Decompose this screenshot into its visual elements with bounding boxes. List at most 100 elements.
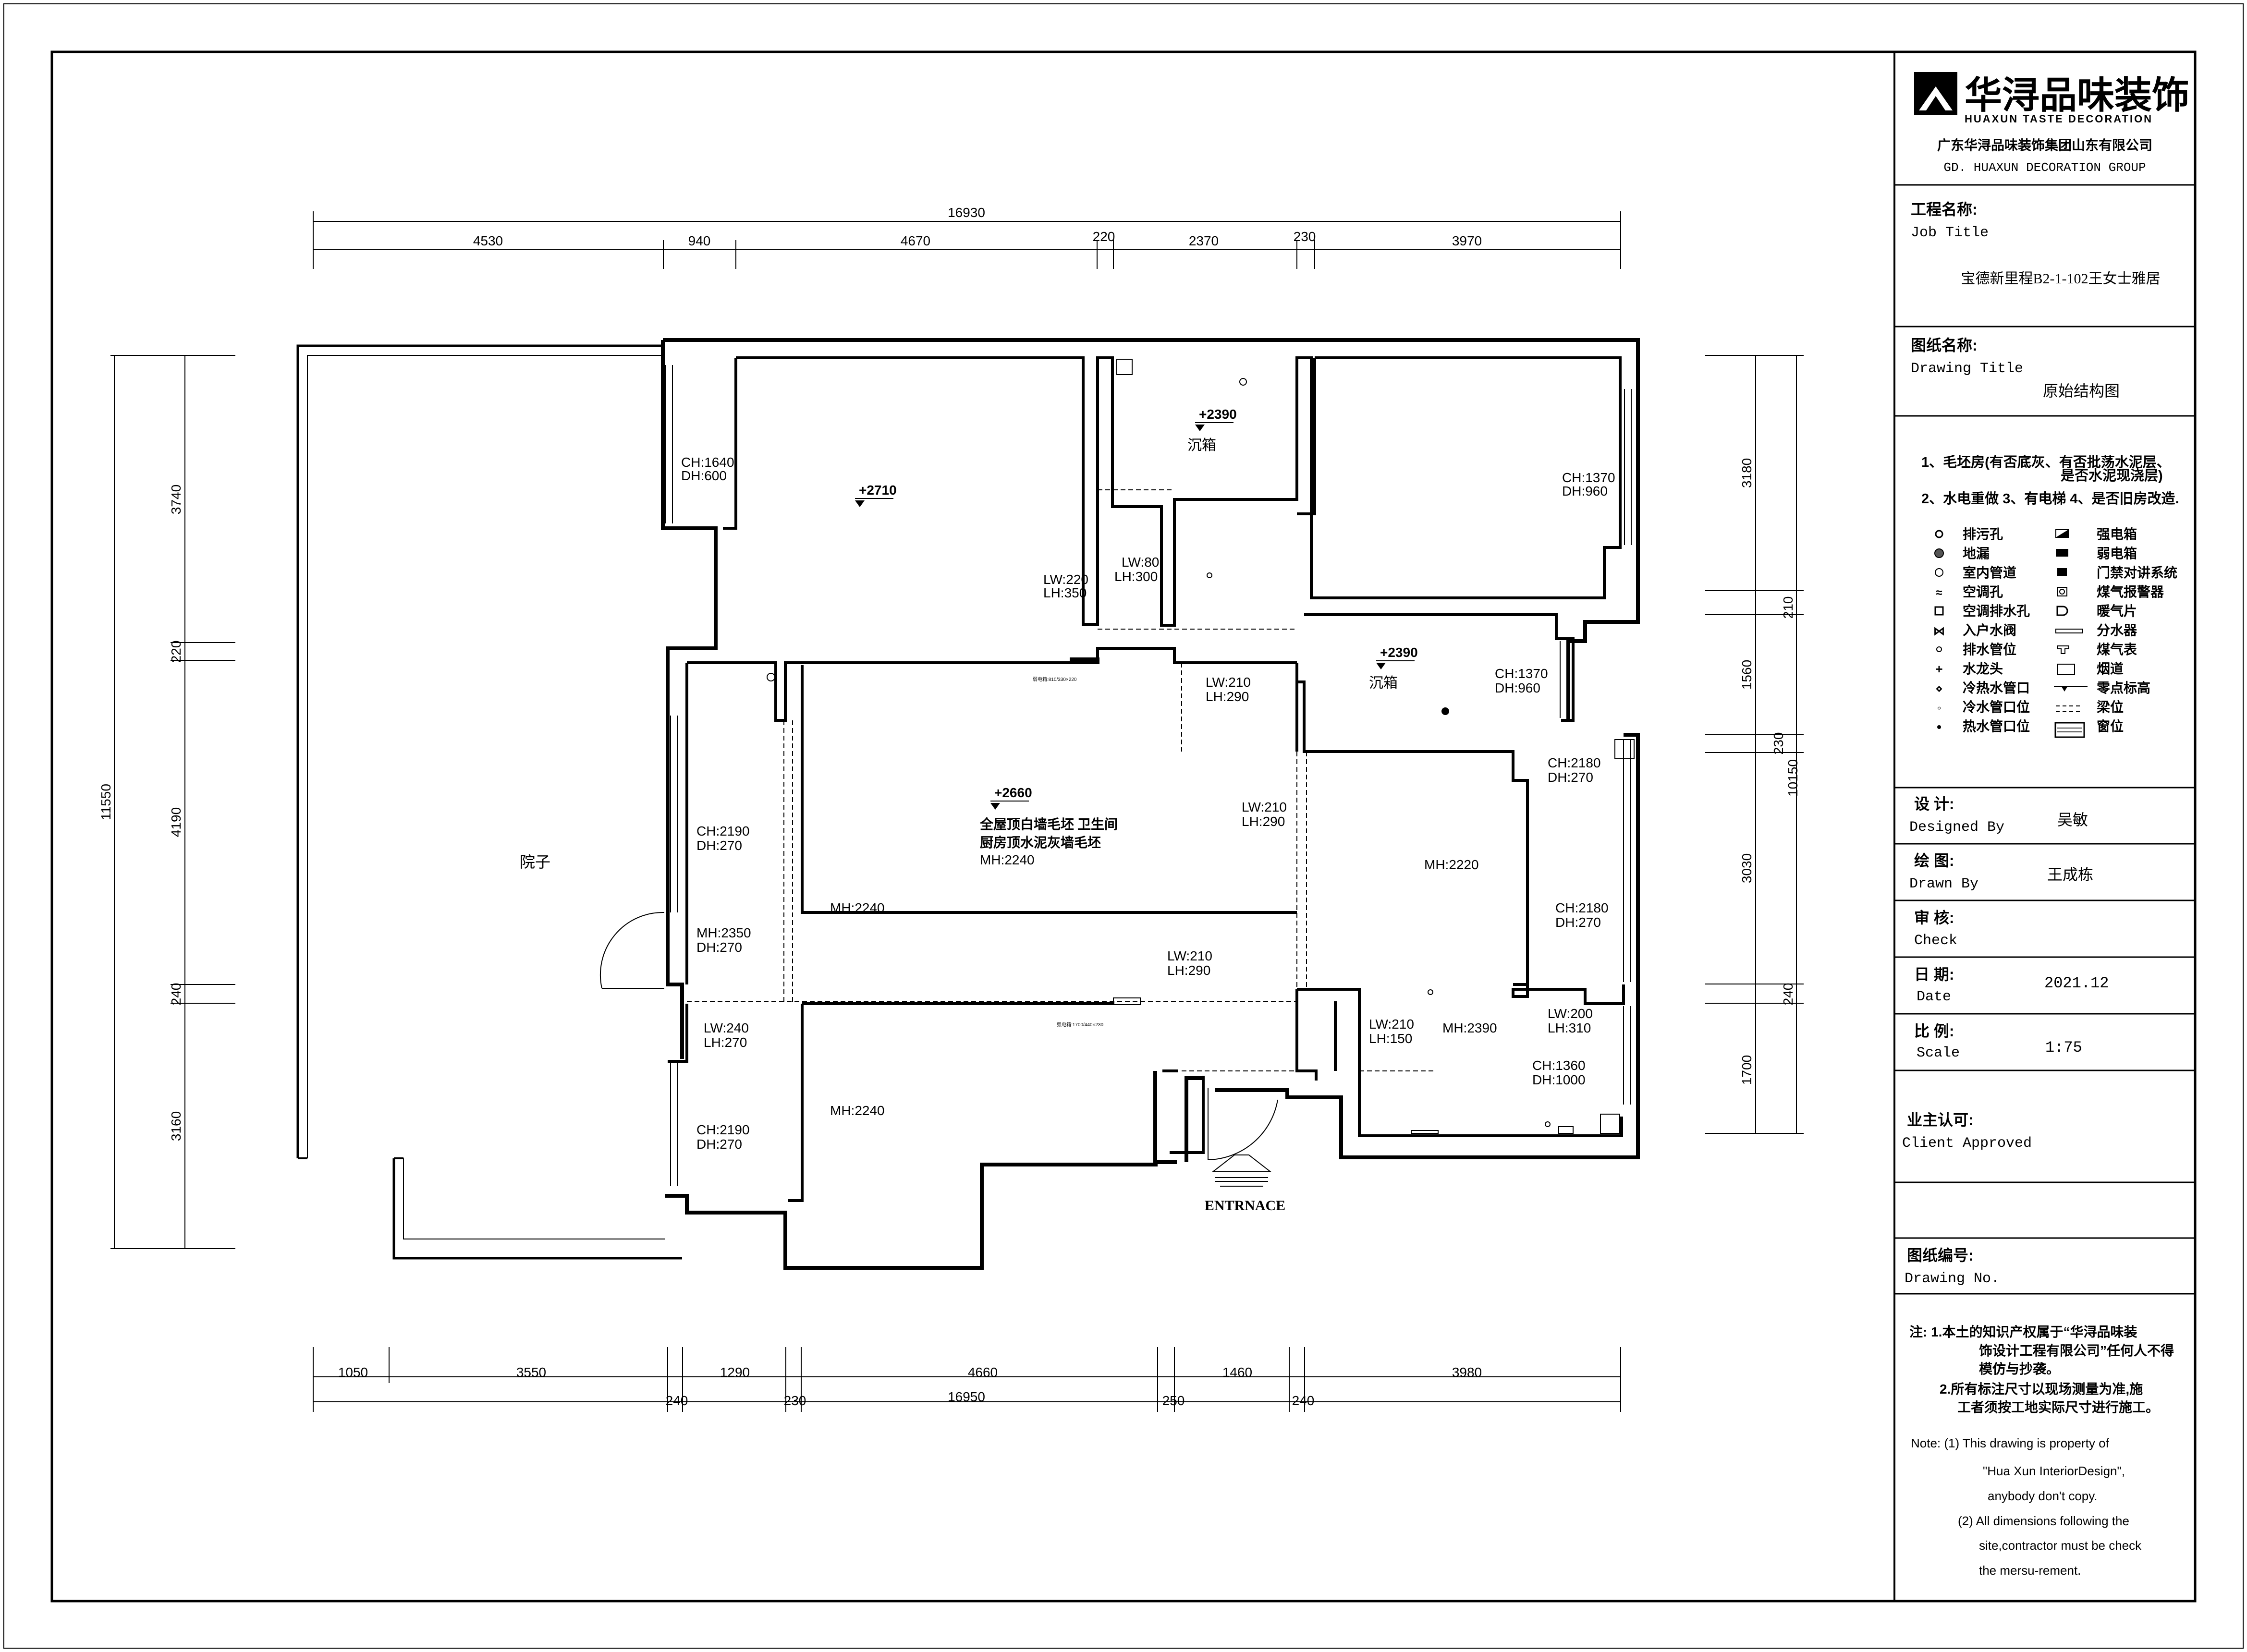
zero-level-icon <box>2054 686 2088 692</box>
entrance-arrow-icon <box>1211 1154 1272 1187</box>
note-lw-210-a: LW:210 <box>1206 675 1251 690</box>
note-dh-270-a: DH:270 <box>1548 770 1593 785</box>
exterior-walls <box>661 338 1640 1270</box>
window-openings <box>665 365 1632 1186</box>
drafter-name: 王成栋 <box>2047 866 2093 883</box>
note-ch-2180-b: CH:2180 <box>1555 900 1609 915</box>
dim-left-2: 220 <box>169 641 183 663</box>
level-bedroom: +2710 <box>859 483 897 498</box>
note-ch-2190-b: CH:2190 <box>696 1122 750 1137</box>
dim-left-5: 3160 <box>169 1111 183 1141</box>
note-dh-1000: DH:1000 <box>1532 1072 1586 1087</box>
legend: 排污孔 地漏 室内管道 ≈ 空调孔 空调排水孔 ⋈ 入户水阀 排水管位 + 水龙… <box>1933 526 2177 738</box>
note-mh-2350: MH:2350 <box>696 925 751 940</box>
note-lh-290-a: LH:290 <box>1206 689 1249 704</box>
legend-label-gas-alarm: 煤气报警器 <box>2097 584 2164 599</box>
note-cn-line-1: 注: 1.本土的知识产权属于“华浔品味装 <box>1909 1324 2137 1339</box>
fixtures <box>767 359 1635 1134</box>
sunk-box-label-2: 沉箱 <box>1369 675 1398 691</box>
note-lw-210-c: LW:210 <box>1167 948 1212 963</box>
logo-subtext: HUAXUN TASTE DECORATION <box>1965 113 2153 125</box>
dim-right-5: 3030 <box>1739 853 1754 883</box>
drawing-title-label-en: Drawing Title <box>1911 361 2023 377</box>
dim-bottom-4: 4660 <box>968 1365 998 1380</box>
flue-icon <box>2057 664 2075 675</box>
dim-bottom-lower-3: 250 <box>1162 1393 1185 1408</box>
note-dh-270-b: DH:270 <box>696 838 742 853</box>
window-icon <box>2054 722 2085 738</box>
note-ch-1360: CH:1360 <box>1532 1058 1586 1073</box>
note-ch-1640: CH:1640 <box>681 455 734 470</box>
designer-name: 吴敏 <box>2057 811 2088 828</box>
note-en-line-3: anybody don't copy. <box>1988 1489 2098 1503</box>
client-approved-label-en: Client Approved <box>1902 1135 2032 1152</box>
dim-right-2: 210 <box>1781 596 1795 619</box>
ac-drain-icon <box>1934 606 1944 616</box>
drawn-label-en: Drawn By <box>1909 876 1978 892</box>
radiator-icon <box>2056 606 2068 616</box>
note-lh-350: LH:350 <box>1043 585 1087 600</box>
note-mh-2240-b: MH:2240 <box>830 1103 885 1118</box>
floor-drain-icon <box>1934 548 1944 558</box>
dim-right-total: 10150 <box>1785 759 1800 797</box>
legend-label-sewage-hole: 排污孔 <box>1963 527 2003 542</box>
job-title-label-cn: 工程名称: <box>1911 201 1978 218</box>
dim-right-7: 1700 <box>1739 1055 1754 1085</box>
dim-bottom-2: 3550 <box>516 1365 546 1380</box>
drawing-no-label-cn: 图纸编号: <box>1907 1247 1974 1264</box>
note-lh-290-c: LH:290 <box>1167 963 1210 978</box>
dim-top-2: 940 <box>688 233 711 248</box>
company-name-cn: 广东华浔品味装饰集团山东有限公司 <box>1937 137 2152 153</box>
dim-top-total: 16930 <box>948 205 985 220</box>
company-logo: 华浔品味装饰 HUAXUN TASTE DECORATION <box>1914 72 2189 125</box>
sunk-box-label-1: 沉箱 <box>1187 437 1216 453</box>
note-ch-1370-b: CH:1370 <box>1495 666 1548 681</box>
legend-label-radiator: 暖气片 <box>2097 604 2137 619</box>
dim-top-7: 3970 <box>1452 233 1482 248</box>
manifold-icon <box>2055 629 2083 633</box>
structure-note-2: 是否水泥现浇层) <box>2061 468 2163 484</box>
legend-label-strong-box: 强电箱 <box>2097 526 2137 542</box>
dim-right-6: 240 <box>1781 983 1795 1006</box>
designed-label-en: Designed By <box>1909 819 2004 836</box>
drawn-label-cn: 绘 图: <box>1914 852 1954 869</box>
dim-top-6: 230 <box>1294 229 1316 244</box>
flue-icon <box>1600 1114 1620 1134</box>
flue-icon <box>1116 359 1133 375</box>
beam-lines <box>687 489 1436 1071</box>
yard-label: 院子 <box>520 853 550 871</box>
legend-label-gas-meter: 煤气表 <box>2097 642 2137 657</box>
dim-right-1: 3180 <box>1739 458 1754 488</box>
gas-alarm-icon <box>2057 587 2067 596</box>
drawing-title-value: 原始结构图 <box>2043 382 2120 400</box>
legend-label-flue: 烟道 <box>2097 661 2124 676</box>
dimensions: 16930 4530 940 4670 220 2370 230 3970 10… <box>98 205 1804 1412</box>
company-name-en: GD. HUAXUN DECORATION GROUP <box>1943 160 2146 175</box>
gas-meter-icon <box>1558 1126 1574 1134</box>
level-marker-bedroom: +2710 <box>855 483 897 507</box>
plan-annotations: 院子 ENTRNACE +2710 +2390 沉箱 +2390 沉箱 +266… <box>520 407 1615 1214</box>
hot-outlet-icon <box>1937 725 1941 729</box>
entrance-label: ENTRNACE <box>1205 1198 1285 1214</box>
copyright-note-cn: 注: 1.本土的知识产权属于“华浔品味装 饰设计工程有限公司”任何人不得 模仿与… <box>1909 1324 2174 1415</box>
indoor-pipe-icon <box>1935 568 1943 577</box>
note-lh-150: LH:150 <box>1369 1031 1412 1046</box>
flue-icon <box>1614 739 1635 759</box>
note-lw-200: LW:200 <box>1548 1006 1593 1021</box>
legend-label-hot-cold-outlet: 冷热水管口 <box>1963 680 2030 695</box>
legend-label-manifold: 分水器 <box>2097 623 2137 638</box>
note-cn-line-4: 2.所有标注尺寸以现场测量为准,施 <box>1940 1381 2143 1397</box>
legend-label-drain-pipe: 排水管位 <box>1963 642 2016 657</box>
legend-label-ac-drain: 空调排水孔 <box>1963 603 2030 619</box>
legend-label-cold-outlet: 冷水管口位 <box>1963 699 2030 715</box>
water-valve-icon: ⋈ <box>1933 625 1945 638</box>
designed-label-cn: 设 计: <box>1914 795 1954 813</box>
note-dh-960-b: DH:960 <box>1495 680 1540 695</box>
note-lh-290-b: LH:290 <box>1242 814 1285 829</box>
drawing-no-label-en: Drawing No. <box>1905 1271 2000 1287</box>
dim-top-1: 4530 <box>473 233 503 248</box>
dim-bottom-3: 1290 <box>720 1365 750 1380</box>
structure-note-1: 1、毛坯房(有否底灰、有否批荡水泥层、 <box>1921 454 2171 470</box>
dim-bottom-5: 1460 <box>1222 1365 1252 1380</box>
job-title-value: 宝德新里程B2-1-102王女士雅居 <box>1961 271 2161 287</box>
